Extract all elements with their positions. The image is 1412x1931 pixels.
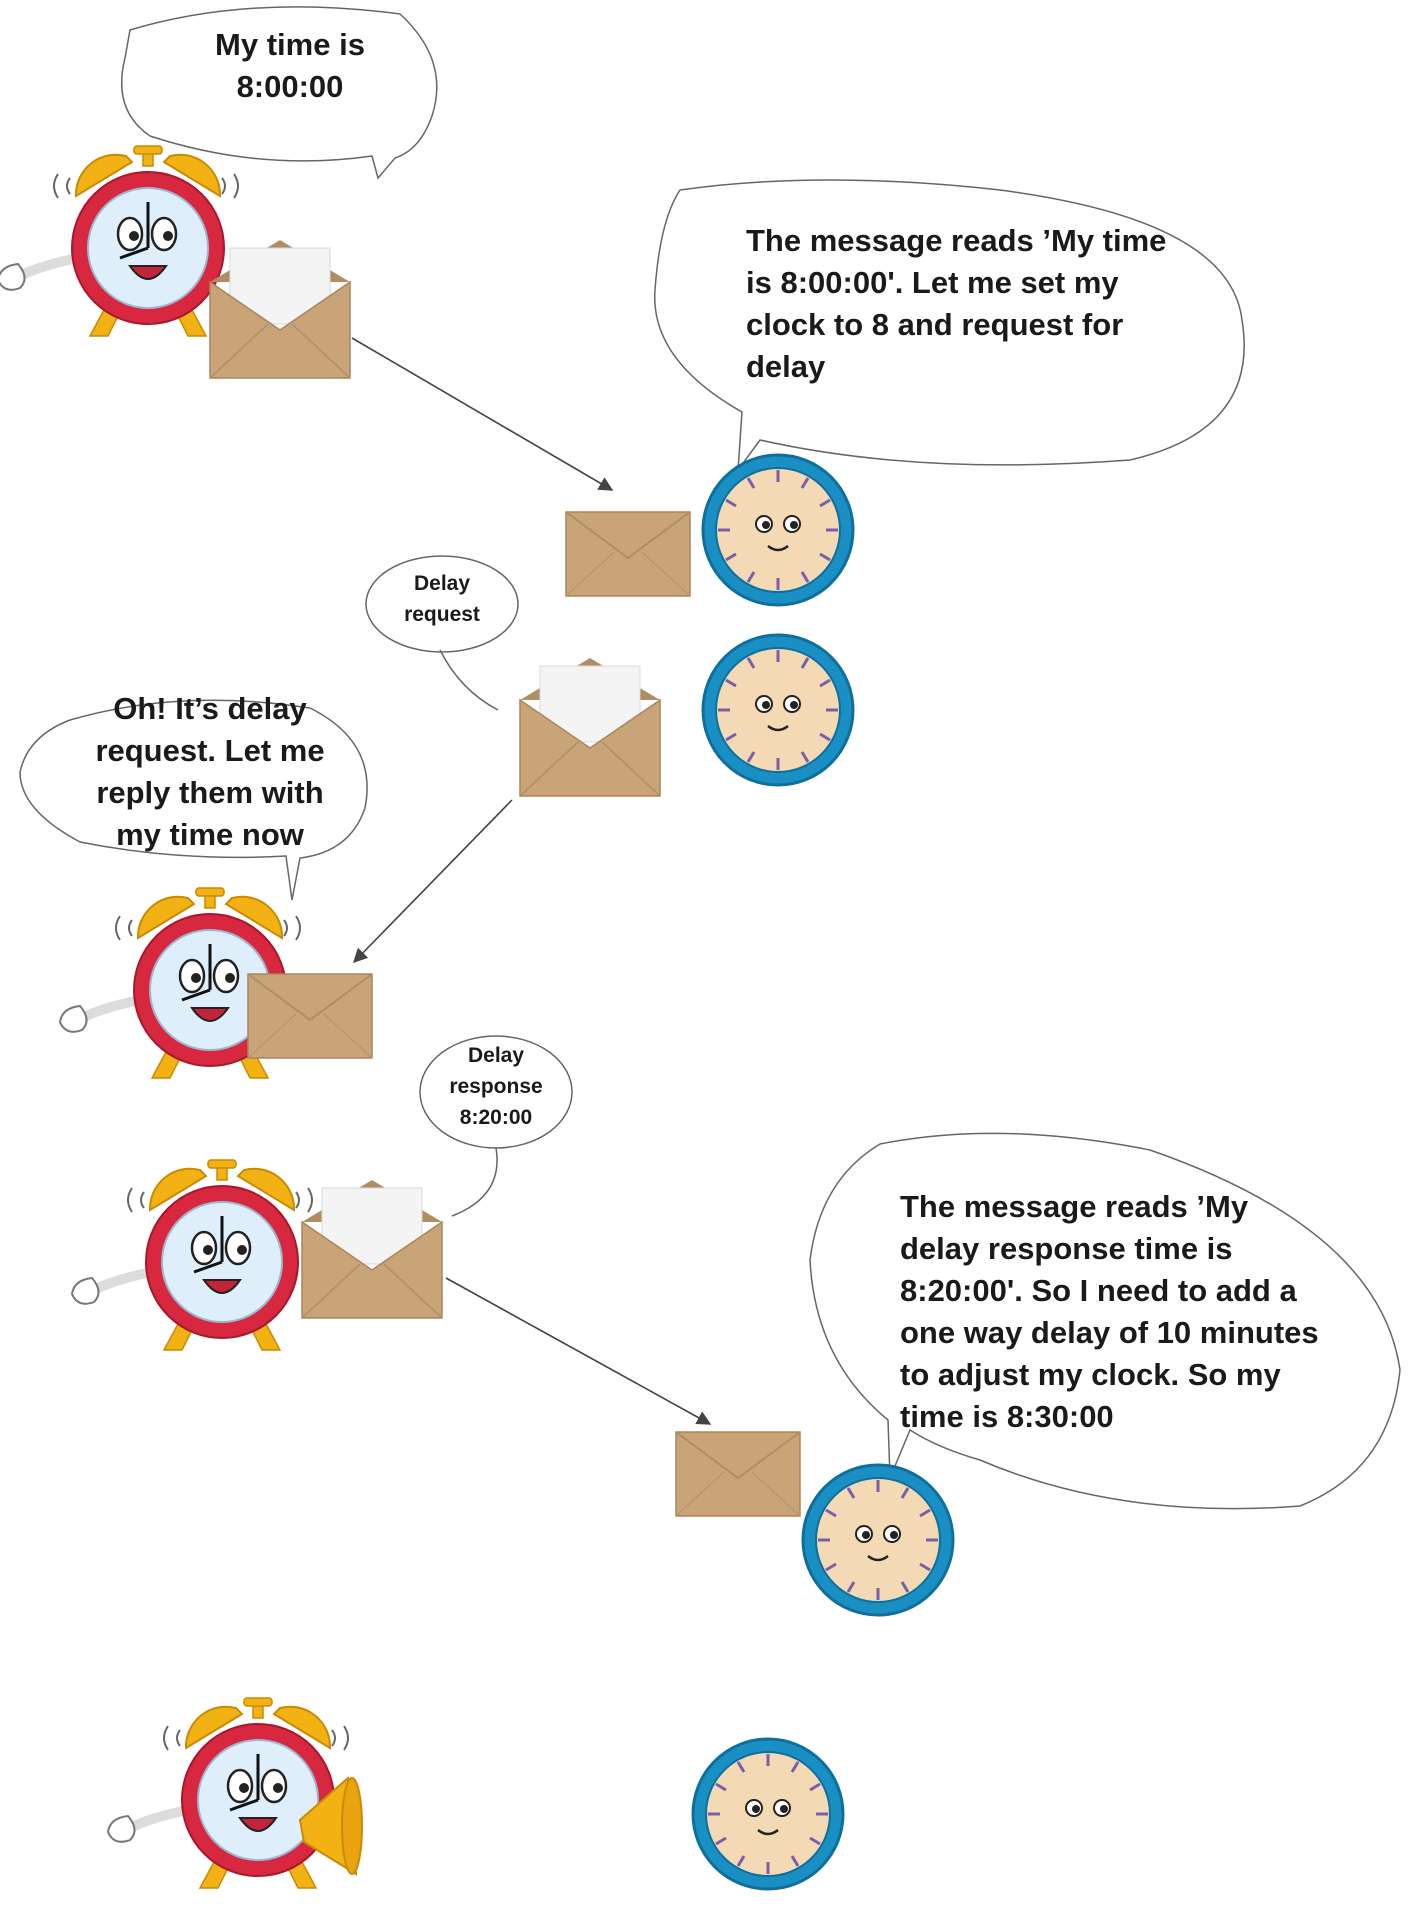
master-alarm-clock-3 [72, 1160, 312, 1350]
megaphone-icon [298, 1775, 363, 1876]
slave-wall-clock-1 [701, 453, 855, 607]
bubble-slave-adjust-read [809, 1132, 1401, 1510]
master-reply-thought-text: Oh! It’s delay request. Let me reply the… [95, 691, 325, 852]
delay-response-text: Delay response 8:20:00 [449, 1044, 543, 1129]
master-alarm-clock-1 [0, 146, 238, 336]
arrow-sync-message [351, 337, 614, 491]
slave-wall-clock-4 [691, 1737, 845, 1891]
envelope-icon-delay-response-received [675, 1431, 801, 1517]
envelope-icon-delay-request-received [247, 973, 373, 1059]
slave-sync-read-text: The message reads ’My time is 8:00:00'. … [746, 223, 1167, 384]
master-time-text: My time is 8:00:00 [215, 27, 365, 104]
slave-wall-clock-3 [801, 1463, 955, 1617]
arrow-delay-response [445, 1277, 712, 1425]
bubble-slave-sync-read [654, 179, 1245, 473]
bubble-master-time [121, 6, 438, 180]
slave-wall-clock-2 [701, 633, 855, 787]
delay-request-text: Delay request [404, 572, 480, 626]
envelope-icon-delay-response-open [301, 1179, 443, 1319]
master-alarm-clock-4 [108, 1698, 348, 1888]
envelope-icon-delay-request-open [519, 657, 661, 797]
slave-adjust-read-text: The message reads ’My delay response tim… [900, 1189, 1319, 1434]
envelope-icon-sync-open [209, 239, 351, 379]
bubble-master-reply-thought [19, 699, 368, 901]
arrow-delay-request [352, 799, 513, 964]
bubble-delay-request [365, 555, 519, 653]
envelope-icon-sync-received [565, 511, 691, 597]
